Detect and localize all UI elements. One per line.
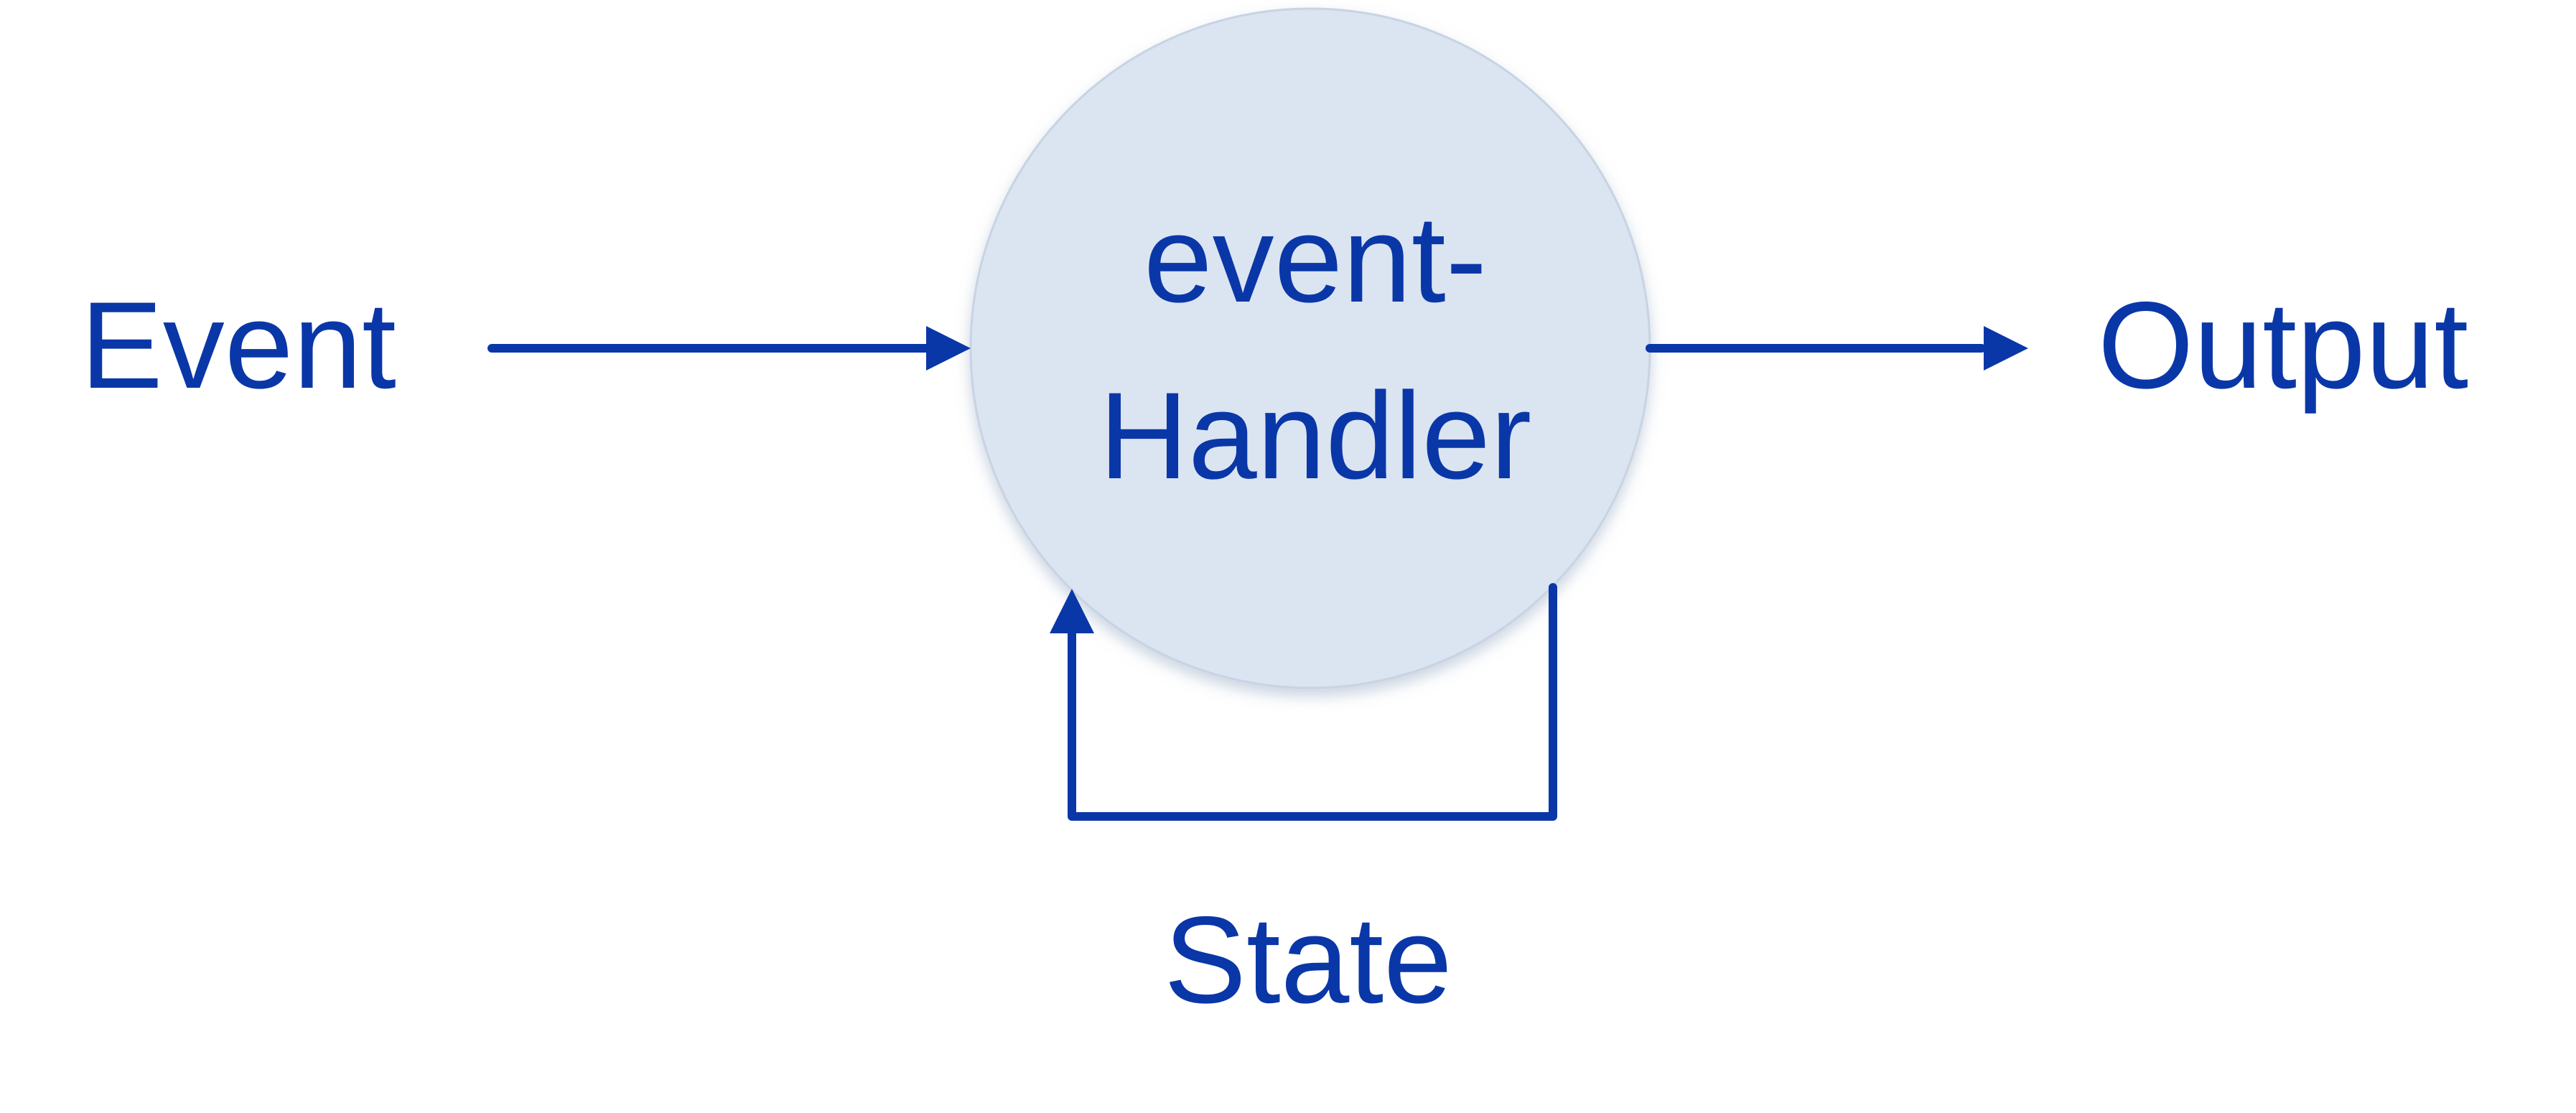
handler-label-line1: event- bbox=[1144, 190, 1487, 328]
state-label: State bbox=[1164, 891, 1452, 1029]
input-arrowhead bbox=[926, 326, 971, 371]
input-arrow bbox=[487, 326, 971, 371]
output-label: Output bbox=[2098, 276, 2468, 414]
event-label: Event bbox=[80, 276, 396, 414]
state-feedback-loop bbox=[1050, 583, 1557, 821]
handler-circle bbox=[969, 7, 1651, 689]
feedback-arrowhead bbox=[1050, 589, 1094, 633]
output-arrow bbox=[1646, 326, 2028, 371]
handler-label-line2: Handler bbox=[1099, 367, 1531, 505]
output-arrowhead bbox=[1984, 326, 2028, 371]
